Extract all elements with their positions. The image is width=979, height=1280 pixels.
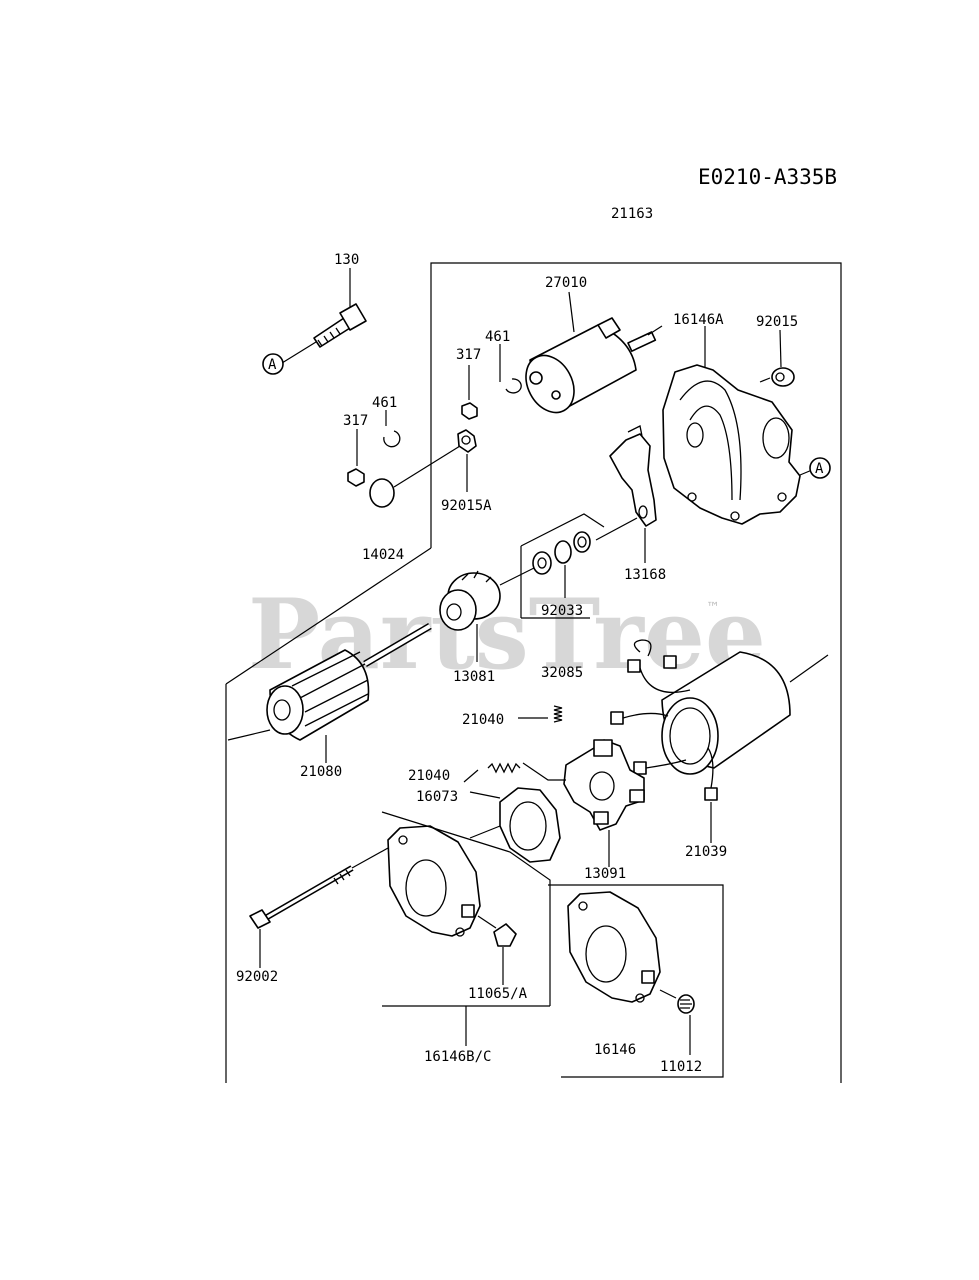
label-317-upper: 317 — [456, 347, 481, 363]
label-21040-upper: 21040 — [462, 712, 504, 728]
watermark-trademark: ™ — [706, 600, 720, 616]
label-13081: 13081 — [453, 669, 495, 685]
yoke-field-coil-32085[interactable] — [610, 639, 791, 843]
svg-text:A: A — [815, 461, 824, 477]
plate-16073[interactable] — [469, 787, 561, 863]
bolt-130[interactable] — [281, 268, 367, 364]
solenoid-27010[interactable] — [516, 291, 663, 421]
pinion-clutch-13081[interactable] — [439, 570, 501, 662]
callout-a-right: A — [809, 457, 831, 479]
label-32085: 32085 — [541, 665, 583, 681]
label-11012: 11012 — [660, 1059, 702, 1075]
shift-lever-13168[interactable] — [609, 425, 657, 563]
nut-317-upper[interactable] — [461, 365, 478, 420]
nut-317-lower[interactable] — [347, 429, 365, 487]
spring-21040-lower[interactable] — [463, 762, 521, 783]
label-461-upper: 461 — [485, 329, 510, 345]
rear-cover-16146[interactable] — [548, 884, 724, 1078]
through-bolt-92002[interactable] — [249, 847, 389, 968]
label-13091: 13091 — [584, 866, 626, 882]
label-16073: 16073 — [416, 789, 458, 805]
diagram-code: E0210-A335B — [698, 165, 837, 189]
brush-holder-13091[interactable] — [522, 739, 645, 867]
screw-11065a[interactable] — [477, 915, 517, 985]
assembly-outline — [225, 262, 842, 1083]
rings-92033[interactable] — [532, 531, 591, 598]
label-16146a: 16146A — [673, 312, 724, 328]
label-21040-lower: 21040 — [408, 768, 450, 784]
bracket-group-14024 — [499, 513, 638, 619]
label-16146: 16146 — [594, 1042, 636, 1058]
drive-housing-16146a[interactable] — [662, 326, 813, 525]
label-11065a: 11065/A — [468, 986, 528, 1002]
label-92015: 92015 — [756, 314, 798, 330]
spring-21040-upper[interactable] — [518, 705, 563, 723]
cap-nut-92015a[interactable] — [369, 429, 477, 508]
screw-11012[interactable] — [659, 989, 695, 1055]
label-130: 130 — [334, 252, 359, 268]
label-92033: 92033 — [541, 603, 583, 619]
label-461-lower: 461 — [372, 395, 397, 411]
label-92002: 92002 — [236, 969, 278, 985]
label-317-lower: 317 — [343, 413, 368, 429]
armature-21080[interactable] — [266, 622, 432, 763]
label-21039: 21039 — [685, 844, 727, 860]
label-16146bc: 16146B/C — [424, 1049, 491, 1065]
label-27010: 27010 — [545, 275, 587, 291]
clip-461-upper[interactable] — [499, 344, 522, 394]
label-21080: 21080 — [300, 764, 342, 780]
label-92015a: 92015A — [441, 498, 492, 514]
svg-text:A: A — [268, 357, 277, 373]
label-13168: 13168 — [624, 567, 666, 583]
label-14024: 14024 — [362, 547, 404, 563]
nut-92015[interactable] — [759, 329, 795, 387]
callout-a-left: A — [262, 353, 284, 375]
assembly-number: 21163 — [611, 206, 653, 222]
clip-461-lower[interactable] — [383, 410, 401, 448]
